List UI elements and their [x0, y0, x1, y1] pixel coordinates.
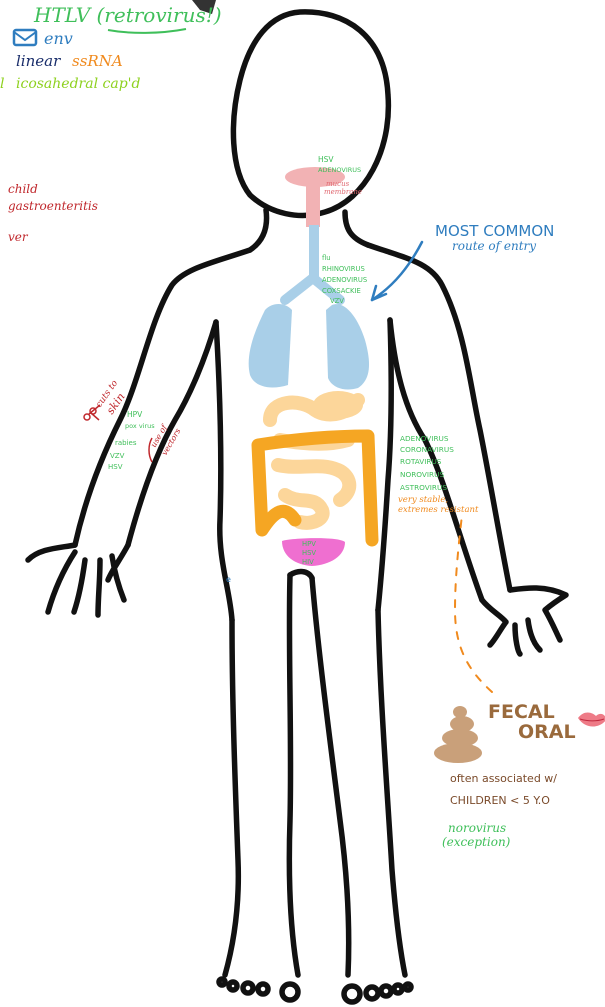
gastro-label: gastroenteritis [8, 199, 98, 213]
bladder-1: HSV [302, 549, 316, 557]
capsid-label-marker: l [0, 76, 4, 92]
right-heel [344, 986, 360, 1002]
right-leg-outer [378, 610, 405, 975]
stray-letter: e [226, 575, 231, 584]
fecal-note2: CHILDREN < 5 Y.O [450, 794, 550, 807]
mucous-line1: mucus [326, 180, 350, 188]
left-toe-1 [219, 979, 225, 985]
stable-line1: very stable, [398, 495, 448, 505]
capsid-label: icosahedral cap'd [16, 76, 141, 92]
resp-0: flu [322, 254, 331, 262]
gi-labels: ADENOVIRUS CORONAVIRUS ROTAVIRUS NOROVIR… [400, 434, 454, 492]
left-lung [249, 304, 292, 388]
gi-3: NOROVIRUS [400, 470, 444, 479]
most-common-title: MOST COMMON [435, 222, 554, 240]
head-adenovirus: ADENOVIRUS [318, 166, 361, 174]
neck-right [345, 212, 368, 245]
bladder-2: HIV [302, 558, 314, 566]
skin-vzv: VZV [110, 452, 125, 460]
left-leg-inner [289, 575, 298, 975]
resp-3: COXSACKIE [322, 287, 361, 295]
neck-left [250, 210, 267, 250]
stomach [313, 391, 363, 419]
body-outline [28, 12, 566, 1002]
head-hsv: HSV [318, 155, 334, 164]
skin-hsv: HSV [108, 463, 123, 471]
right-leg-inner [312, 578, 349, 975]
oral-word: ORAL [518, 721, 576, 743]
bladder-0: HPV [302, 540, 316, 548]
esophagus [306, 182, 320, 227]
noro-line2: (exception) [442, 835, 511, 849]
left-leg-outer [225, 620, 238, 975]
resp-1: RHINOVIRUS [322, 265, 365, 273]
gi-4: ASTROVIRUS [400, 483, 447, 492]
right-lung [326, 304, 369, 389]
ver-label: ver [8, 230, 29, 244]
gi-2: ROTAVIRUS [400, 457, 442, 466]
linear-label: linear [16, 52, 61, 70]
poop-icon [434, 706, 482, 763]
left-heel [282, 984, 298, 1000]
fecal-word: FECAL [488, 701, 555, 723]
lips-icon [578, 713, 605, 727]
skin-poxvirus: pox virus [125, 422, 155, 430]
left-toe-4 [258, 984, 268, 994]
fecal-note1: often associated w/ [450, 772, 557, 785]
right-hand [482, 588, 566, 654]
envelope-icon [14, 30, 36, 45]
mucous-line2: membrane [324, 188, 362, 196]
htlv-underline [108, 29, 186, 33]
right-toe-4 [405, 984, 411, 990]
trachea [309, 225, 319, 280]
right-toe-1 [366, 987, 378, 999]
gi-1: CORONAVIRUS [400, 445, 454, 454]
skin-hpv: HPV [127, 410, 143, 419]
noro-line1: norovirus [448, 821, 506, 835]
resp-2: ADENOVIRUS [322, 276, 367, 284]
stable-line2: extremes resistant [398, 505, 479, 515]
left-toe-3 [243, 983, 253, 993]
left-hand [28, 545, 128, 615]
right-toe-2 [381, 986, 391, 996]
ssrna-label: ssRNA [72, 52, 123, 70]
skin-rabies: rabies [115, 439, 137, 447]
torso-right [378, 320, 391, 610]
crotch [290, 572, 312, 578]
most-common-sub: route of entry [452, 239, 536, 253]
htlv-label: HTLV (retrovirus!) [33, 3, 222, 27]
right-toe-3 [394, 985, 402, 993]
gi-0: ADENOVIRUS [400, 434, 449, 443]
most-common-arrowhead [372, 286, 386, 300]
respiratory-labels: flu RHINOVIRUS ADENOVIRUS COXSACKIE VZV [322, 254, 367, 305]
child-label: child [8, 182, 38, 196]
left-toe-2 [229, 982, 237, 990]
resp-4: VZV [330, 297, 344, 305]
env-label: env [44, 29, 73, 48]
